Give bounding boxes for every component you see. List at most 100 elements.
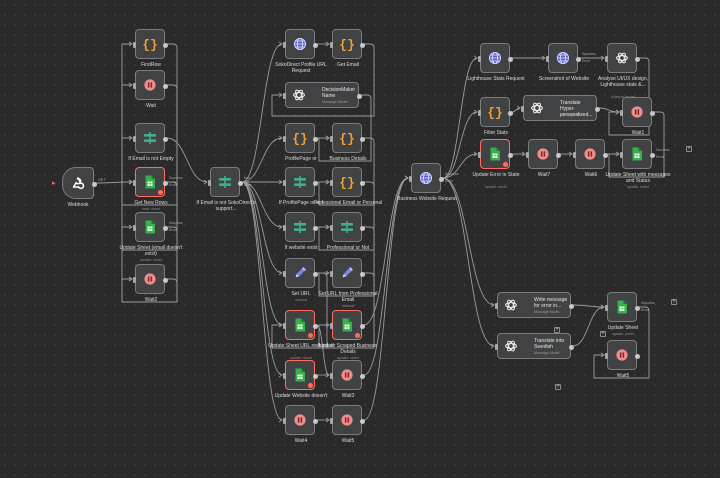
- output-port[interactable]: [163, 136, 168, 142]
- output-port[interactable]: [360, 180, 365, 186]
- input-port[interactable]: [330, 225, 333, 231]
- add-node-button[interactable]: +: [555, 384, 561, 390]
- input-port[interactable]: [283, 93, 286, 99]
- workflow-node[interactable]: Webhook: [62, 167, 97, 208]
- input-port[interactable]: [283, 271, 286, 277]
- input-port[interactable]: [330, 271, 333, 277]
- connection-line[interactable]: [95, 181, 133, 184]
- input-port[interactable]: [526, 152, 529, 158]
- workflow-node[interactable]: Analyse UI/UX design, Lighthouse stats &…: [598, 43, 648, 99]
- output-port[interactable]: [576, 56, 581, 62]
- workflow-node[interactable]: Lighthouse Stats Request: [467, 43, 525, 82]
- input-port[interactable]: [283, 323, 286, 329]
- input-port[interactable]: [605, 56, 608, 62]
- output-port[interactable]: [92, 181, 97, 187]
- input-port[interactable]: [133, 42, 136, 48]
- output-port[interactable]: [163, 225, 168, 231]
- workflow-node[interactable]: Wait5: [605, 340, 640, 379]
- input-port[interactable]: [330, 373, 333, 379]
- output-port[interactable]: [650, 152, 655, 158]
- output-port[interactable]: [313, 180, 318, 186]
- output-port[interactable]: [360, 418, 365, 424]
- input-port[interactable]: [283, 418, 286, 424]
- connection-line[interactable]: [598, 107, 620, 113]
- input-port[interactable]: [330, 323, 333, 329]
- input-port[interactable]: [283, 136, 286, 142]
- output-port[interactable]: [313, 271, 318, 277]
- output-port[interactable]: [313, 323, 318, 329]
- workflow-node[interactable]: Wait1: [620, 97, 655, 136]
- output-port[interactable]: [556, 152, 561, 158]
- input-port[interactable]: [283, 225, 286, 231]
- output-port[interactable]: [603, 152, 608, 158]
- add-node-button[interactable]: +: [600, 331, 606, 337]
- input-port[interactable]: [573, 152, 576, 158]
- connection-line[interactable]: [511, 107, 521, 113]
- output-port[interactable]: [569, 303, 574, 309]
- output-port[interactable]: [313, 42, 318, 48]
- output-port[interactable]: [163, 42, 168, 48]
- output-port[interactable]: [439, 176, 444, 182]
- input-port[interactable]: [605, 305, 608, 311]
- workflow-node[interactable]: SokoDirect Profile URL Request: [275, 29, 327, 74]
- input-port[interactable]: [546, 56, 549, 62]
- workflow-node[interactable]: If Email is not Empty: [128, 123, 174, 162]
- output-port[interactable]: [569, 344, 574, 350]
- output-port[interactable]: [360, 136, 365, 142]
- add-node-button[interactable]: +: [671, 299, 677, 305]
- output-port[interactable]: [313, 373, 318, 379]
- add-node-button[interactable]: +: [554, 327, 560, 333]
- connection-line[interactable]: [572, 304, 605, 308]
- output-port[interactable]: [508, 56, 513, 62]
- input-port[interactable]: [478, 56, 481, 62]
- input-port[interactable]: [330, 42, 333, 48]
- output-port[interactable]: [313, 225, 318, 231]
- workflow-node[interactable]: Wait6: [573, 139, 608, 178]
- output-port[interactable]: [635, 56, 640, 62]
- connection-line[interactable]: [442, 111, 478, 179]
- input-port[interactable]: [330, 136, 333, 142]
- add-node-button[interactable]: +: [686, 146, 692, 152]
- workflow-node[interactable]: Wait: [133, 70, 168, 109]
- output-port[interactable]: [313, 136, 318, 142]
- input-port[interactable]: [283, 180, 286, 186]
- input-port[interactable]: [283, 42, 286, 48]
- workflow-node[interactable]: Wait3: [330, 360, 365, 399]
- output-port[interactable]: [360, 42, 365, 48]
- workflow-node[interactable]: {}Business Details: [330, 123, 366, 162]
- input-port[interactable]: [133, 136, 136, 142]
- input-port[interactable]: [605, 353, 608, 359]
- output-port[interactable]: [508, 110, 513, 116]
- workflow-node[interactable]: If website exist: [283, 212, 318, 251]
- workflow-node[interactable]: Wait5: [330, 405, 365, 444]
- workflow-node[interactable]: Write message for error in...Message Mod…: [495, 292, 574, 318]
- input-port[interactable]: [620, 152, 623, 158]
- output-port[interactable]: [595, 106, 600, 112]
- workflow-node[interactable]: {}ProfilePage or: [283, 123, 318, 162]
- input-port[interactable]: [478, 152, 481, 158]
- input-port[interactable]: [495, 303, 498, 309]
- input-port[interactable]: [133, 225, 136, 231]
- workflow-node[interactable]: Wait4: [283, 405, 318, 444]
- output-port[interactable]: [508, 152, 513, 158]
- workflow-node[interactable]: Screenshot of Website: [539, 43, 589, 82]
- workflow-node[interactable]: Business Website Request: [397, 163, 457, 202]
- connection-line[interactable]: [241, 181, 283, 274]
- workflow-node[interactable]: Wait7: [526, 139, 561, 178]
- output-port[interactable]: [238, 180, 243, 186]
- workflow-node[interactable]: Professional or Not: [327, 212, 369, 251]
- output-port[interactable]: [635, 353, 640, 359]
- output-port[interactable]: [163, 180, 168, 186]
- output-port[interactable]: [360, 323, 365, 329]
- output-port[interactable]: [357, 93, 362, 99]
- output-port[interactable]: [635, 305, 640, 311]
